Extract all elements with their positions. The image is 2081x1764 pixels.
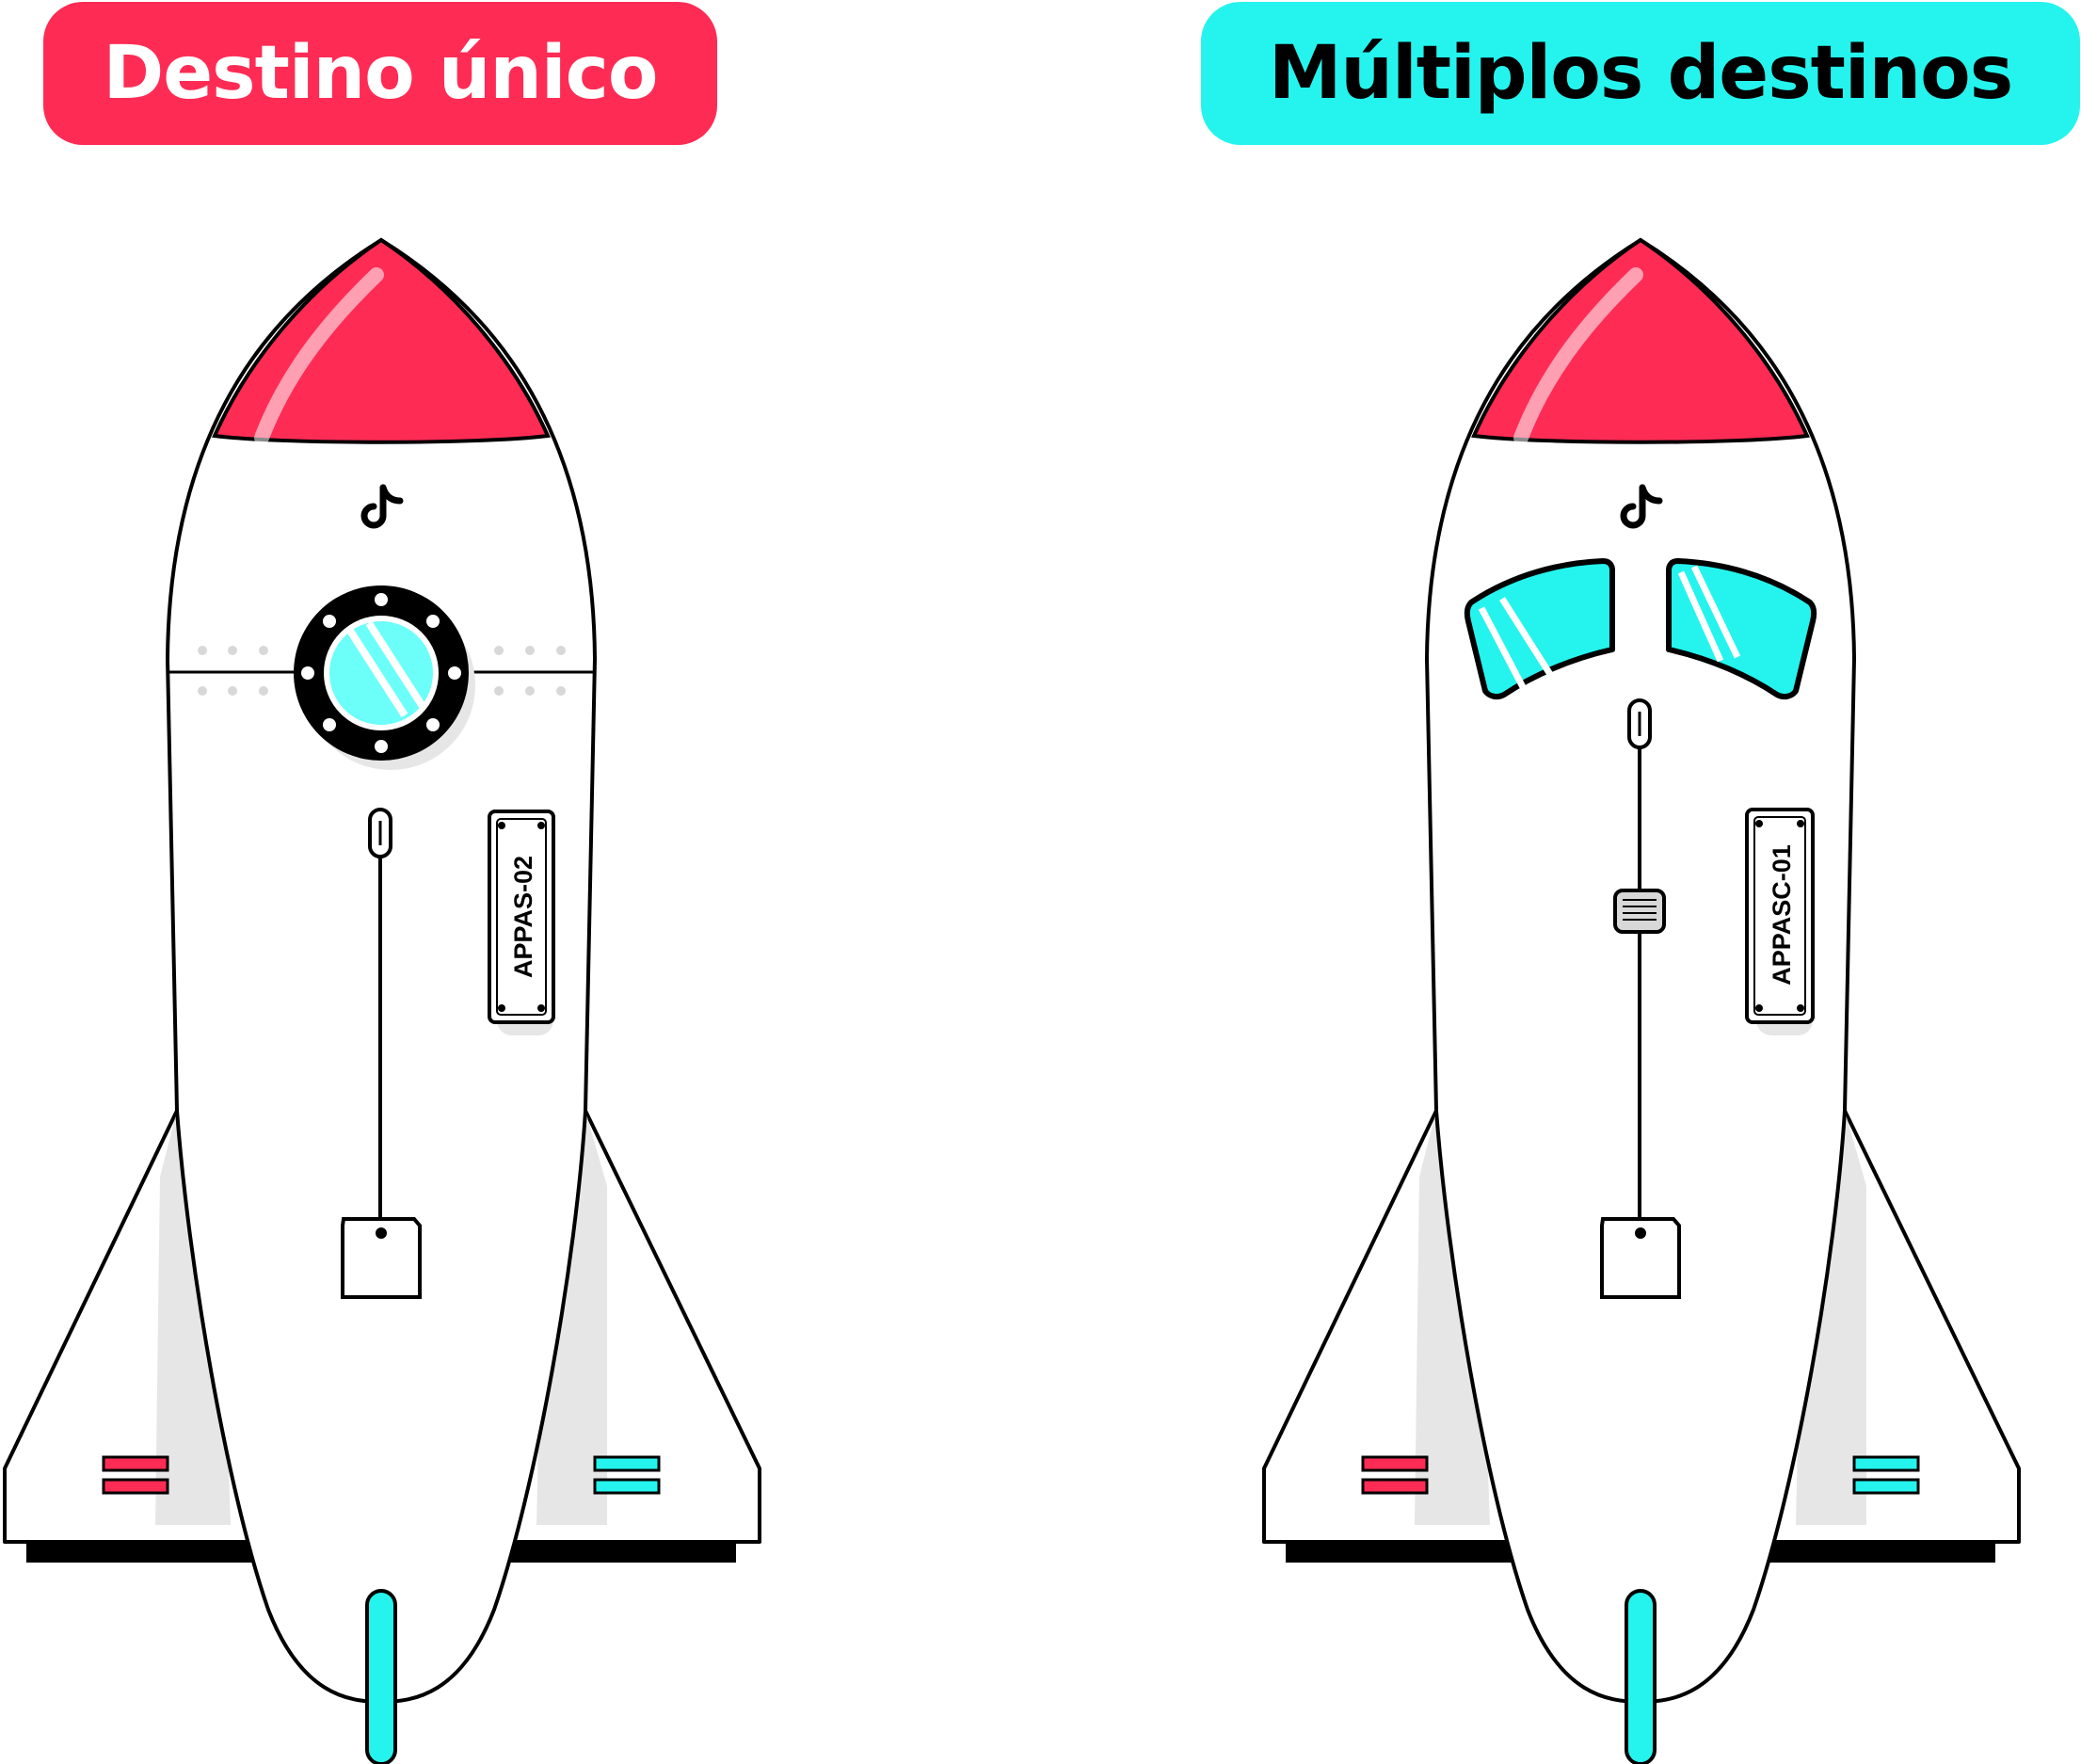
left-fin-red-stripe-2: [102, 1478, 169, 1495]
left-fin-red-stripe-1: [102, 1455, 169, 1472]
plate-code-right: APPASC-01: [1768, 844, 1796, 986]
rocket-right-group: APPASC-01: [1262, 237, 2021, 1764]
exhaust-pipe: [1625, 1589, 1657, 1764]
windshield-right-glare: [1677, 565, 1741, 663]
slider-grip: [1623, 899, 1657, 921]
tiktok-note-icon: [360, 484, 404, 529]
multiplos-destinos-badge: Múltiplos destinos: [1201, 2, 2080, 145]
hatch-door[interactable]: [341, 1217, 422, 1299]
destino-unico-title: Destino único: [103, 31, 659, 116]
exhaust-pipe: [365, 1589, 397, 1764]
rocket-left-group: APPAS-02: [3, 237, 761, 1764]
destino-unico-badge: Destino único: [43, 2, 717, 145]
registration-plate: [488, 810, 555, 1024]
cord-slider[interactable]: [1613, 889, 1666, 934]
plate-code-left: APPAS-02: [509, 856, 537, 978]
windshield-left[interactable]: [1464, 558, 1615, 700]
hull-rivets: [198, 646, 566, 696]
hatch-handle: [376, 1227, 387, 1239]
hatch-door[interactable]: [1600, 1217, 1681, 1299]
porthole-glare: [346, 620, 427, 718]
registration-plate: [1745, 808, 1815, 1024]
nose-highlight: [254, 267, 384, 445]
multiplos-destinos-title: Múltiplos destinos: [1268, 31, 2013, 116]
right-fin-cyan-stripe-1: [593, 1455, 661, 1472]
right-rocket-nose-cone: [1471, 237, 1810, 444]
porthole-bolts: [301, 593, 461, 753]
left-rocket-nose-cone: [212, 237, 551, 444]
windshield-left-glare: [1478, 597, 1554, 689]
right-fin-cyan-stripe-2: [593, 1478, 661, 1495]
tiktok-note-icon: [1620, 484, 1663, 529]
